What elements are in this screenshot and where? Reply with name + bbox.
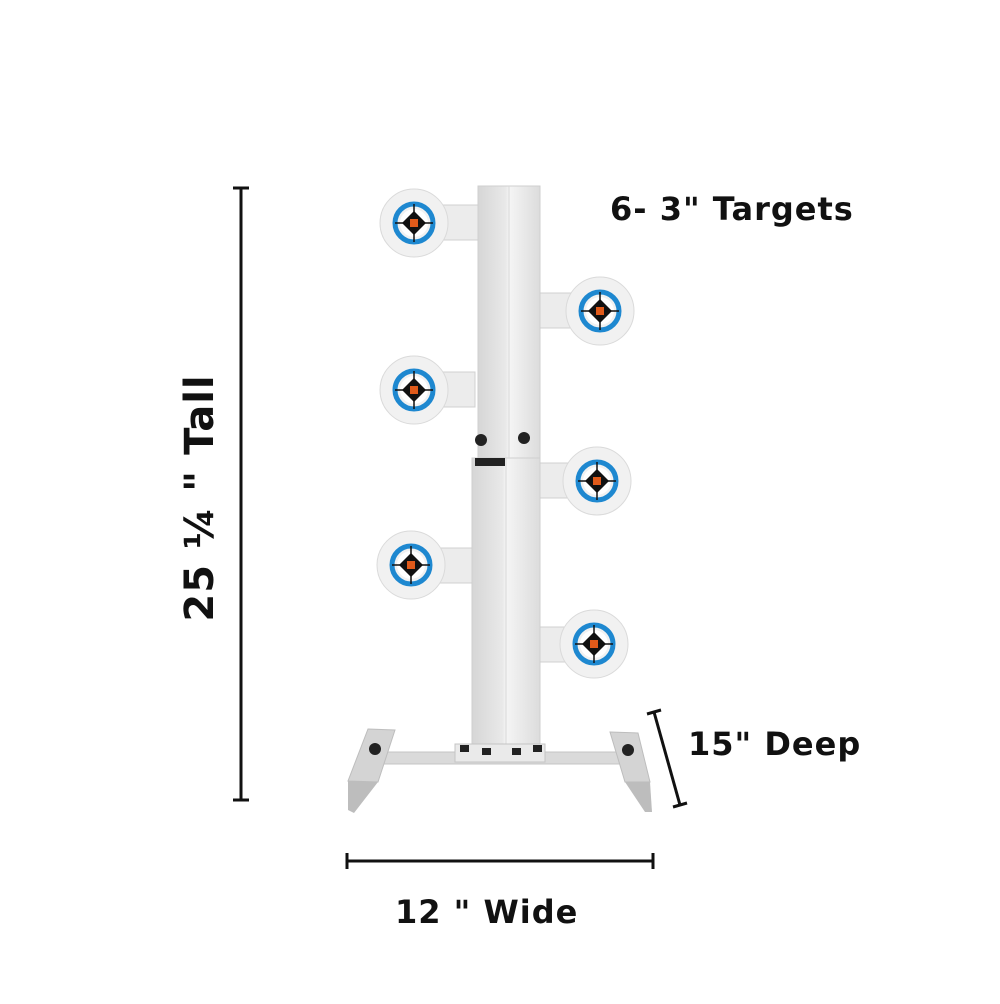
width-dimension-line (345, 853, 655, 869)
height-dimension-line (233, 186, 249, 802)
targets (376, 188, 635, 679)
target-6 (559, 609, 629, 679)
width-label: 12 " Wide (395, 893, 579, 931)
target-4 (562, 446, 632, 516)
target-1 (379, 188, 449, 258)
targets-label: 6- 3" Targets (610, 190, 854, 228)
target-3 (379, 355, 449, 425)
stand-post (471, 185, 541, 749)
target-2 (565, 276, 635, 346)
target-5 (376, 530, 446, 600)
depth-label: 15" Deep (688, 725, 862, 763)
stand-base (347, 728, 652, 813)
height-label: 25 ¼ " Tall (177, 374, 223, 622)
depth-dimension-line (646, 708, 688, 809)
